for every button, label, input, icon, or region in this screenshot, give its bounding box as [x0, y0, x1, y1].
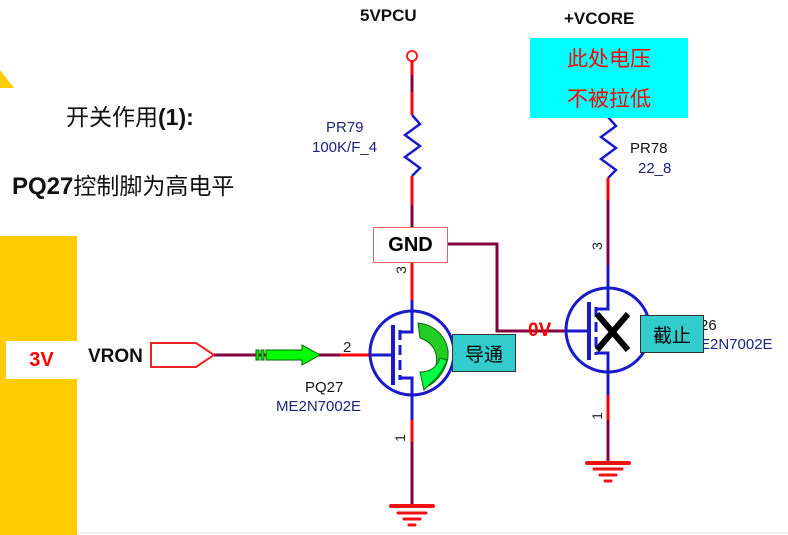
state-tag-off: 截止 — [640, 315, 704, 353]
rail-terminal-5vpcu — [406, 50, 418, 62]
resistor-ref-pr79: PR79 — [326, 119, 364, 136]
mosfet-part-right: E2N7002E — [700, 336, 773, 353]
input-voltage-label: 3V — [6, 341, 77, 379]
rail-label-vcore: +VCORE — [564, 9, 635, 28]
rail-label-5vpcu: 5VPCU — [360, 6, 417, 25]
slide-title: 开关作用(1): — [66, 104, 194, 131]
conduction-arrow-head — [419, 357, 448, 392]
resistor-value-pr79: 100K/F_4 — [312, 139, 378, 156]
resistor-value-pr78: 22_8 — [638, 160, 672, 177]
decor-side-bar — [0, 236, 77, 535]
slide-subtitle: PQ27控制脚为高电平 — [12, 173, 235, 200]
mosfet-part-pq27: ME2N7002E — [276, 398, 362, 415]
drain-to-gate-wire — [446, 242, 520, 333]
arrow-tail-1 — [255, 349, 260, 361]
ground-symbol-left — [389, 504, 435, 527]
port-symbol — [150, 342, 216, 368]
state-tag-on: 导通 — [452, 334, 516, 372]
net-name-vron: VRON — [88, 346, 143, 367]
pin-2-left: 2 — [343, 339, 352, 356]
cutoff-x-icon — [594, 312, 631, 352]
signal-arrow-icon — [265, 344, 322, 366]
pin-1-left: 1 — [391, 434, 408, 442]
resistor-pr79 — [402, 114, 423, 177]
mosfet-ref-pq27: PQ27 — [305, 379, 344, 396]
note-line1: 此处电压 — [567, 47, 651, 71]
decor-corner — [0, 70, 14, 88]
gate-voltage-label: 0V — [528, 320, 552, 341]
note-line2: 不被拉低 — [567, 87, 651, 111]
mosfet-drain — [400, 300, 414, 334]
pin-3-left: 3 — [392, 266, 409, 274]
note-box: 此处电压 不被拉低 — [530, 38, 688, 118]
resistor-ref-pr78: PR78 — [630, 140, 668, 157]
arrow-tail-2 — [260, 349, 265, 361]
pin-3-right: 3 — [588, 242, 605, 250]
resistor-pr78 — [598, 116, 619, 179]
mosfet-ref-right: 26 — [700, 317, 717, 334]
decor-bottom-line — [77, 532, 788, 534]
ground-symbol-right — [585, 461, 631, 483]
pin-1-right: 1 — [588, 412, 605, 420]
gnd-net-label: GND — [373, 227, 448, 263]
